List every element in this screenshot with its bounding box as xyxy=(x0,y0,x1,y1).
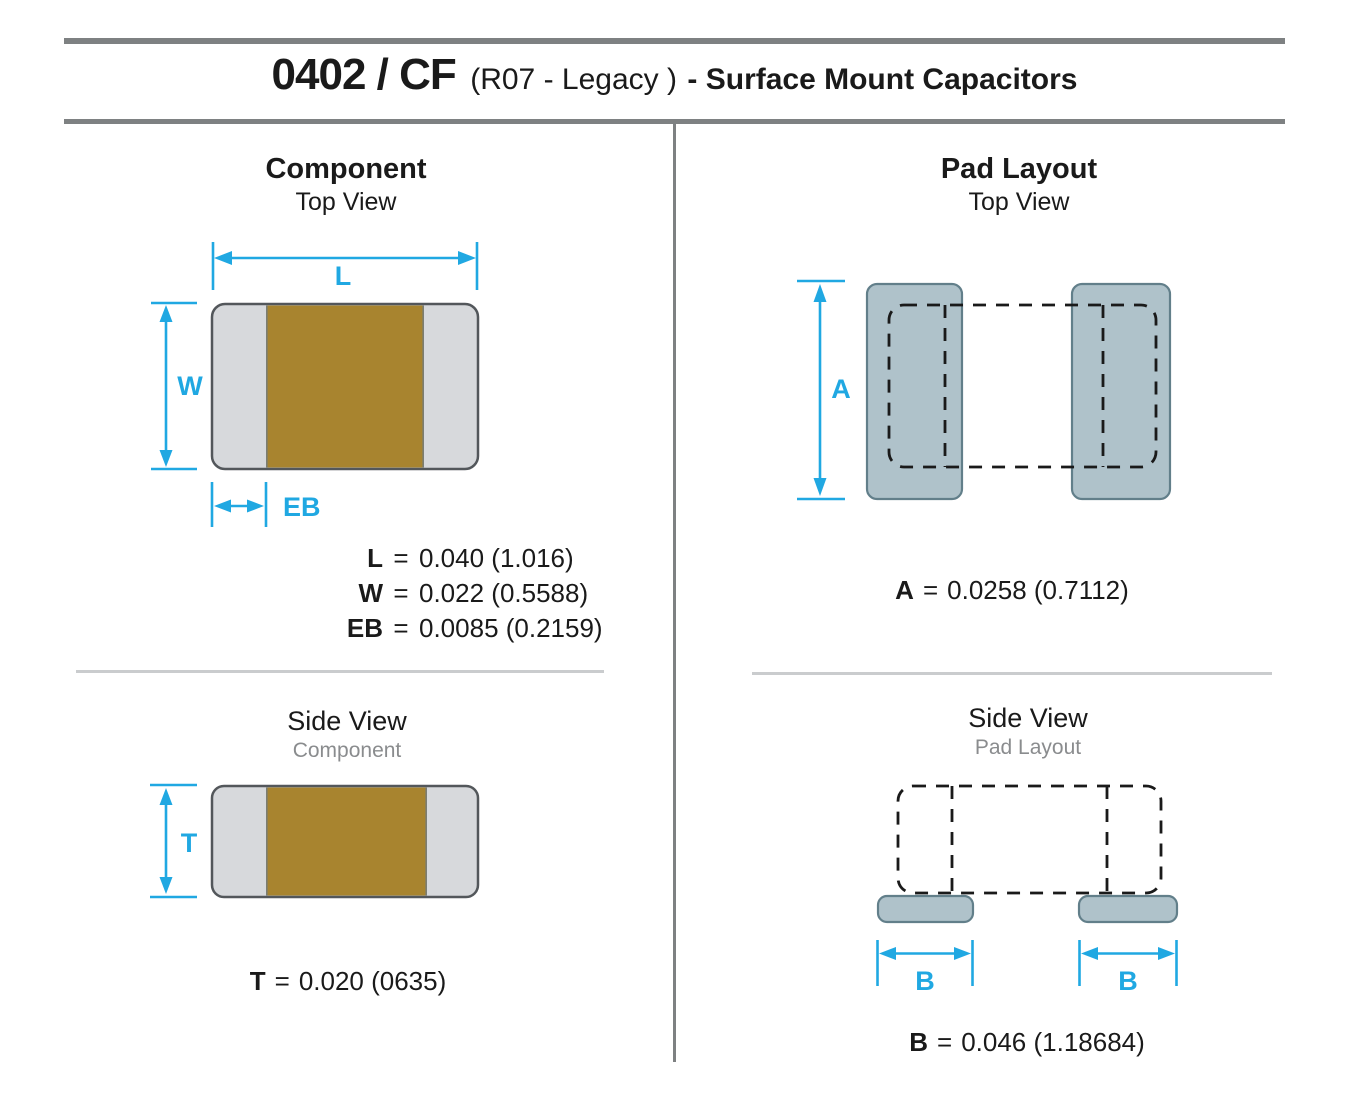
page-title: 0402 / CF (R07 - Legacy ) - Surface Moun… xyxy=(64,50,1285,100)
subheading-top-view-right: Top View xyxy=(968,188,1070,216)
subheading-component: Component xyxy=(292,739,402,762)
measurement-label: EB xyxy=(346,613,383,643)
pad-layout-side-view-diagram: B B xyxy=(876,784,1179,996)
pad-layout-side-view-heading: Side View Pad Layout xyxy=(752,703,1304,760)
pad-right xyxy=(1070,282,1172,501)
component-side-view-heading: Side View Component xyxy=(70,706,624,763)
component-side-view-diagram: T xyxy=(150,783,480,899)
pad-layout-top-view-diagram: A xyxy=(797,279,1172,501)
dimension-W: W xyxy=(151,301,203,471)
arrowhead-left-icon xyxy=(879,947,896,960)
equals-sign: = xyxy=(922,575,939,605)
dimension-label-B: B xyxy=(915,966,935,996)
component-outline-dashed xyxy=(896,784,1163,895)
arrowhead-left-icon xyxy=(214,499,231,513)
dimension-T: T xyxy=(150,783,198,899)
dimension-B-right: B xyxy=(1078,940,1178,996)
dimension-A: A xyxy=(797,279,851,501)
measurement-value: 0.046 (1.18684) xyxy=(961,1027,1145,1057)
measurement-label: L xyxy=(367,543,383,573)
heading-component: Component xyxy=(265,153,427,185)
title-series-note: (R07 - Legacy ) xyxy=(470,63,677,96)
pad-measurement-A: A = 0.0258 (0.7112) xyxy=(744,575,1280,606)
component-top-view-heading: Component Top View xyxy=(70,153,622,216)
component-chip-side-view xyxy=(210,784,480,899)
chip-body xyxy=(266,787,426,896)
arrowhead-down-icon xyxy=(159,450,173,467)
arrowhead-right-icon xyxy=(247,499,264,513)
measurement-label: T xyxy=(249,966,266,996)
arrowhead-left-icon xyxy=(1081,947,1098,960)
dimension-label-L: L xyxy=(335,261,352,291)
arrowhead-left-icon xyxy=(214,251,232,265)
equals-sign: = xyxy=(393,578,409,608)
dimension-label-W: W xyxy=(177,371,203,401)
arrowhead-right-icon xyxy=(954,947,971,960)
arrowhead-down-icon xyxy=(159,877,173,894)
heading-side-view-left: Side View xyxy=(287,706,407,736)
left-section-divider xyxy=(76,670,604,673)
dimension-label-EB: EB xyxy=(283,492,321,522)
chip-body xyxy=(266,305,424,468)
arrowhead-up-icon xyxy=(159,788,173,805)
title-part-number: 0402 / CF xyxy=(271,50,457,99)
dimension-EB: EB xyxy=(210,482,321,527)
title-bottom-rule xyxy=(64,119,1285,124)
component-measurement-T: T = 0.020 (0635) xyxy=(72,966,624,997)
measurement-value: 0.0085 (0.2159) xyxy=(419,613,603,643)
component-chip-top-view xyxy=(210,302,480,471)
measurement-value: 0.022 (0.5588) xyxy=(419,578,589,608)
measurement-label: W xyxy=(358,578,383,608)
title-product-type: - Surface Mount Capacitors xyxy=(687,63,1078,96)
arrowhead-up-icon xyxy=(159,305,173,322)
dimension-L: L xyxy=(211,242,479,291)
center-vertical-divider xyxy=(673,124,676,1062)
dimension-B-left: B xyxy=(876,940,974,996)
component-measurements: L = 0.040 (1.016) W = 0.022 (0.5588) EB … xyxy=(341,541,603,646)
pad-left xyxy=(876,894,975,924)
heading-pad-layout: Pad Layout xyxy=(940,153,1098,185)
arrowhead-up-icon xyxy=(813,284,827,302)
pad-right xyxy=(1077,894,1179,924)
arrowhead-right-icon xyxy=(1158,947,1175,960)
equals-sign: = xyxy=(937,1027,953,1057)
measurement-value: 0.040 (1.016) xyxy=(419,543,574,573)
dimension-label-A: A xyxy=(831,374,851,404)
equals-sign: = xyxy=(393,613,409,643)
measurement-label: A xyxy=(895,575,914,605)
arrowhead-right-icon xyxy=(458,251,476,265)
measurement-label: B xyxy=(909,1027,928,1057)
subheading-top-view-left: Top View xyxy=(295,188,397,216)
measurement-value: 0.0258 (0.7112) xyxy=(947,575,1129,605)
dimension-label-B: B xyxy=(1118,966,1138,996)
measurement-value: 0.020 (0635) xyxy=(298,966,447,996)
top-rule xyxy=(64,38,1285,44)
dimension-label-T: T xyxy=(181,828,198,858)
equals-sign: = xyxy=(393,543,409,573)
pad-layout-top-view-heading: Pad Layout Top View xyxy=(744,153,1294,216)
component-outline-dashed xyxy=(887,303,1158,469)
heading-side-view-right: Side View xyxy=(968,703,1088,733)
subheading-pad-layout: Pad Layout xyxy=(974,736,1082,759)
equals-sign: = xyxy=(274,966,290,996)
pad-measurement-B: B = 0.046 (1.18684) xyxy=(744,1027,1310,1058)
right-section-divider xyxy=(752,672,1272,675)
component-top-view-diagram: L W xyxy=(151,242,480,527)
arrowhead-down-icon xyxy=(813,478,827,496)
pad-left xyxy=(865,282,964,501)
